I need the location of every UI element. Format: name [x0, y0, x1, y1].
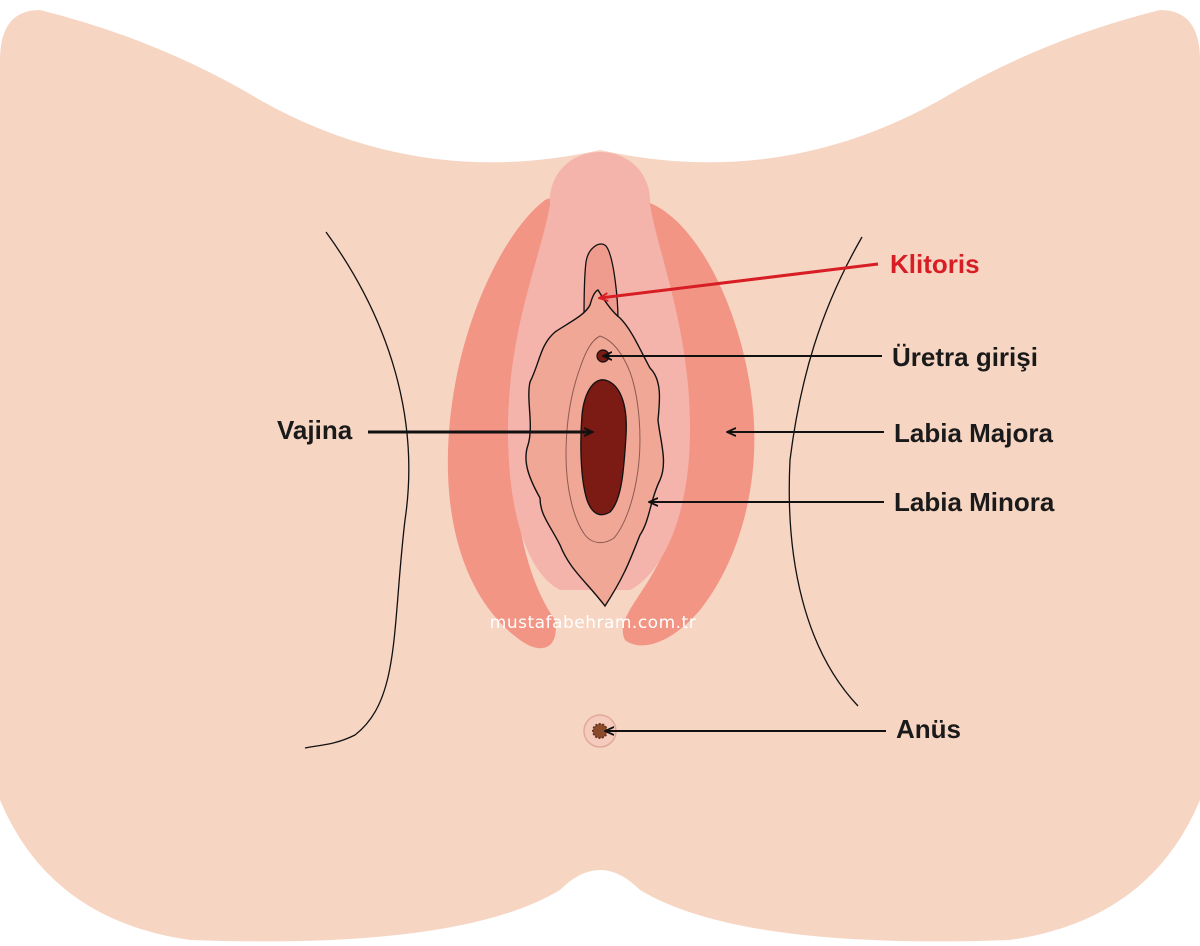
anus	[592, 723, 608, 739]
label-urethra: Üretra girişi	[892, 342, 1038, 372]
label-vagina: Vajina	[277, 415, 353, 445]
label-anus: Anüs	[896, 714, 961, 744]
label-labia-minora: Labia Minora	[894, 487, 1055, 517]
watermark: mustafabehram.com.tr	[490, 613, 696, 633]
label-clitoris: Klitoris	[890, 249, 980, 279]
clitoris-leader-line	[600, 262, 879, 298]
vestibule-contour	[565, 335, 641, 543]
vaginal-opening	[580, 379, 627, 516]
right-thigh-crease	[788, 236, 863, 707]
left-thigh-crease	[304, 231, 410, 749]
label-labia-majora: Labia Majora	[894, 418, 1053, 448]
